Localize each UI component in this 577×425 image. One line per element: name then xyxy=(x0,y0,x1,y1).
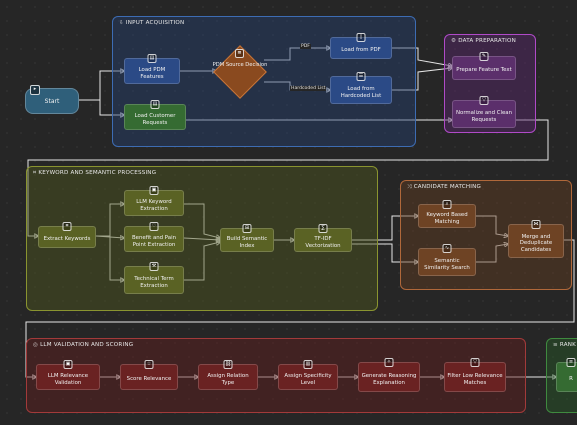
sort-icon: ≡ xyxy=(566,358,576,367)
load-customer-requests-label: Load Customer Requests xyxy=(134,113,176,126)
load-pdm-features-label: Load PDM Features xyxy=(138,67,166,80)
technical-term-extraction-label: Technical Term Extraction xyxy=(134,276,174,289)
load-from-hardcoded-list-node[interactable]: ☰ Load from Hardcoded List xyxy=(330,72,392,104)
load-from-pdf-node[interactable]: ▯ Load from PDF xyxy=(330,33,392,59)
llm-relevance-validation-label: LLM Relevance Validation xyxy=(47,373,89,386)
merge-icon: ⋈ xyxy=(531,220,541,229)
star-icon: ☆ xyxy=(144,360,154,369)
llm-keyword-extraction-node[interactable]: ▣ LLM Keyword Extraction xyxy=(124,186,184,216)
load-from-pdf-label: Load from PDF xyxy=(341,47,381,54)
heart-icon: ♡ xyxy=(149,222,159,231)
pdm-source-decision-label: PDM Source Decision xyxy=(212,62,268,68)
chip-icon: ▣ xyxy=(63,360,73,369)
llm-validation-title: ◎LLM VALIDATION AND SCORING xyxy=(33,342,134,348)
edge-label-hardcoded-list: Hardcoded List xyxy=(290,86,327,91)
play-icon: ▸ xyxy=(30,85,40,95)
filter-low-relevance-node[interactable]: ▽ Filter Low Relevance Matches xyxy=(444,358,506,392)
keyword-based-matching-node[interactable]: ⌕ Keyword Based Matching xyxy=(418,200,476,228)
filter-icon: ▽ xyxy=(479,96,489,105)
merge-deduplicate-node[interactable]: ⋈ Merge and Deduplicate Candidates xyxy=(508,220,564,258)
input-acquisition-title: ⇩INPUT ACQUISITION xyxy=(119,20,185,26)
assign-relation-type-label: Assign Relation Type xyxy=(207,373,249,386)
gear-icon: ⚙ xyxy=(451,38,457,44)
semantic-similarity-search-node[interactable]: ∿ Semantic Similarity Search xyxy=(418,244,476,276)
index-icon: ⊞ xyxy=(242,224,252,233)
tfidf-vectorization-label: TF-IDF Vectorization xyxy=(305,236,341,249)
start-node[interactable]: ▸ Start xyxy=(25,85,79,114)
llm-keyword-extraction-label: LLM Keyword Extraction xyxy=(136,199,172,212)
data-preparation-title: ⚙DATA PREPARATION xyxy=(451,38,516,44)
target-icon: ◎ xyxy=(33,342,39,348)
generate-reasoning-label: Generate Reasoning Explanation xyxy=(361,373,417,386)
pdm-source-decision-node[interactable]: ≣ PDM Source Decision xyxy=(212,44,268,100)
ranking-title: ≡RANK xyxy=(553,342,577,348)
assign-relation-type-node[interactable]: ⛓ Assign Relation Type xyxy=(198,360,258,390)
edit-icon: ✎ xyxy=(479,52,489,61)
document-icon: ▤ xyxy=(150,100,160,109)
tfidf-vectorization-node[interactable]: ∑ TF-IDF Vectorization xyxy=(294,224,352,252)
prepare-feature-text-label: Prepare Feature Text xyxy=(456,67,512,74)
assign-specificity-level-node[interactable]: ▥ Assign Specificity Level xyxy=(278,360,338,390)
filter-low-relevance-label: Filter Low Relevance Matches xyxy=(447,373,503,386)
edge-label-pdf: PDF xyxy=(300,44,311,49)
candidate-matching-title: ⤨CANDIDATE MATCHING xyxy=(407,184,482,190)
prepare-feature-text-node[interactable]: ✎ Prepare Feature Text xyxy=(452,52,516,80)
merge-deduplicate-label: Merge and Deduplicate Candidates xyxy=(519,233,553,253)
semantic-similarity-search-label: Semantic Similarity Search xyxy=(424,258,470,271)
file-icon: ▯ xyxy=(356,33,366,42)
normalize-clean-requests-node[interactable]: ▽ Normalize and Clean Requests xyxy=(452,96,516,128)
bulb-icon: ✧ xyxy=(384,358,394,367)
llm-relevance-validation-node[interactable]: ▣ LLM Relevance Validation xyxy=(36,360,100,390)
rank-icon: ≡ xyxy=(553,342,558,348)
load-from-hardcoded-list-label: Load from Hardcoded List xyxy=(340,86,382,99)
benefit-pain-point-extraction-node[interactable]: ♡ Benefit and Pain Point Extraction xyxy=(124,222,184,252)
build-semantic-index-label: Build Semantic Index xyxy=(226,236,268,249)
technical-term-extraction-node[interactable]: ⚒ Technical Term Extraction xyxy=(124,262,184,294)
normalize-clean-requests-label: Normalize and Clean Requests xyxy=(455,110,512,123)
document-icon: ▤ xyxy=(147,54,157,63)
shuffle-icon: ⤨ xyxy=(407,184,412,190)
score-relevance-node[interactable]: ☆ Score Relevance xyxy=(120,360,178,390)
start-label: Start xyxy=(44,97,60,105)
link-icon: ⛓ xyxy=(223,360,233,369)
vector-icon: ∑ xyxy=(318,224,328,233)
tag-icon: ⌗ xyxy=(33,170,37,176)
level-icon: ▥ xyxy=(303,360,313,369)
extract-keywords-label: Extract Keywords xyxy=(43,236,91,243)
rank-node-partial[interactable]: ≡ R xyxy=(556,358,577,392)
download-icon: ⇩ xyxy=(119,20,124,26)
keyword-processing-title: ⌗KEYWORD AND SEMANTIC PROCESSING xyxy=(33,170,157,176)
load-customer-requests-node[interactable]: ▤ Load Customer Requests xyxy=(124,100,186,130)
load-pdm-features-node[interactable]: ▤ Load PDM Features xyxy=(124,54,180,84)
search-icon: ⌕ xyxy=(442,200,452,209)
list-icon: ☰ xyxy=(356,72,366,81)
tag-icon: ⌗ xyxy=(62,222,72,231)
build-semantic-index-node[interactable]: ⊞ Build Semantic Index xyxy=(220,224,274,252)
wave-icon: ∿ xyxy=(442,244,452,253)
benefit-pain-point-extraction-label: Benefit and Pain Point Extraction xyxy=(131,235,177,248)
keyword-based-matching-label: Keyword Based Matching xyxy=(426,212,468,225)
chip-icon: ▣ xyxy=(149,186,159,195)
score-relevance-label: Score Relevance xyxy=(126,376,172,383)
wrench-icon: ⚒ xyxy=(149,262,159,271)
generate-reasoning-node[interactable]: ✧ Generate Reasoning Explanation xyxy=(358,358,420,392)
database-icon: ≣ xyxy=(235,49,244,58)
extract-keywords-node[interactable]: ⌗ Extract Keywords xyxy=(38,222,96,248)
filter-icon: ▽ xyxy=(470,358,480,367)
assign-specificity-level-label: Assign Specificity Level xyxy=(284,373,332,386)
rank-node-label: R xyxy=(569,376,573,383)
llm-validation-group: ◎LLM VALIDATION AND SCORING xyxy=(26,338,526,413)
